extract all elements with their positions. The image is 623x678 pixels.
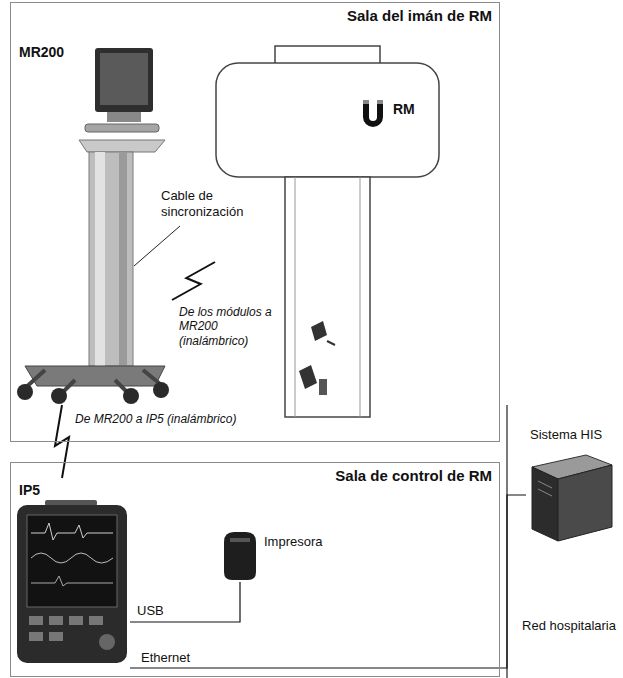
- mri-scanner: RM: [215, 45, 440, 420]
- network-label: Red hospitalaria: [521, 618, 617, 634]
- cable-link: [130, 495, 526, 668]
- server-illustration: [526, 425, 618, 547]
- room-region: Sala del imán de RM MR200RM: [10, 2, 500, 442]
- wireless-link: [172, 262, 215, 300]
- link-label: USB: [136, 603, 165, 619]
- device-label: RM: [393, 101, 415, 117]
- monitor-illustration: [15, 478, 130, 670]
- cable-label: Cable de sincronización: [160, 188, 254, 219]
- cart-illustration: [15, 40, 172, 405]
- server-device: Sistema HIS: [526, 425, 618, 547]
- device-label: Impresora: [264, 534, 323, 549]
- monitor-cart: MR200: [15, 40, 172, 405]
- link-label: Ethernet: [140, 650, 191, 666]
- leader-line: [134, 226, 180, 266]
- link-label: De MR200 a IP5 (inalámbrico): [74, 412, 237, 426]
- device-label: IP5: [19, 482, 40, 498]
- room-region: Sala de control de RM IP5Impresora: [10, 462, 500, 677]
- device-label: Sistema HIS: [530, 427, 602, 442]
- room-title: Sala del imán de RM: [347, 7, 492, 24]
- room-title: Sala de control de RM: [335, 467, 492, 484]
- device-label: MR200: [19, 44, 64, 60]
- printer-device: Impresora: [220, 528, 330, 582]
- link-label: De los módulos a MR200 (inalámbrico): [178, 305, 278, 348]
- cable-link: [130, 582, 240, 622]
- patient-monitor: IP5: [15, 478, 130, 670]
